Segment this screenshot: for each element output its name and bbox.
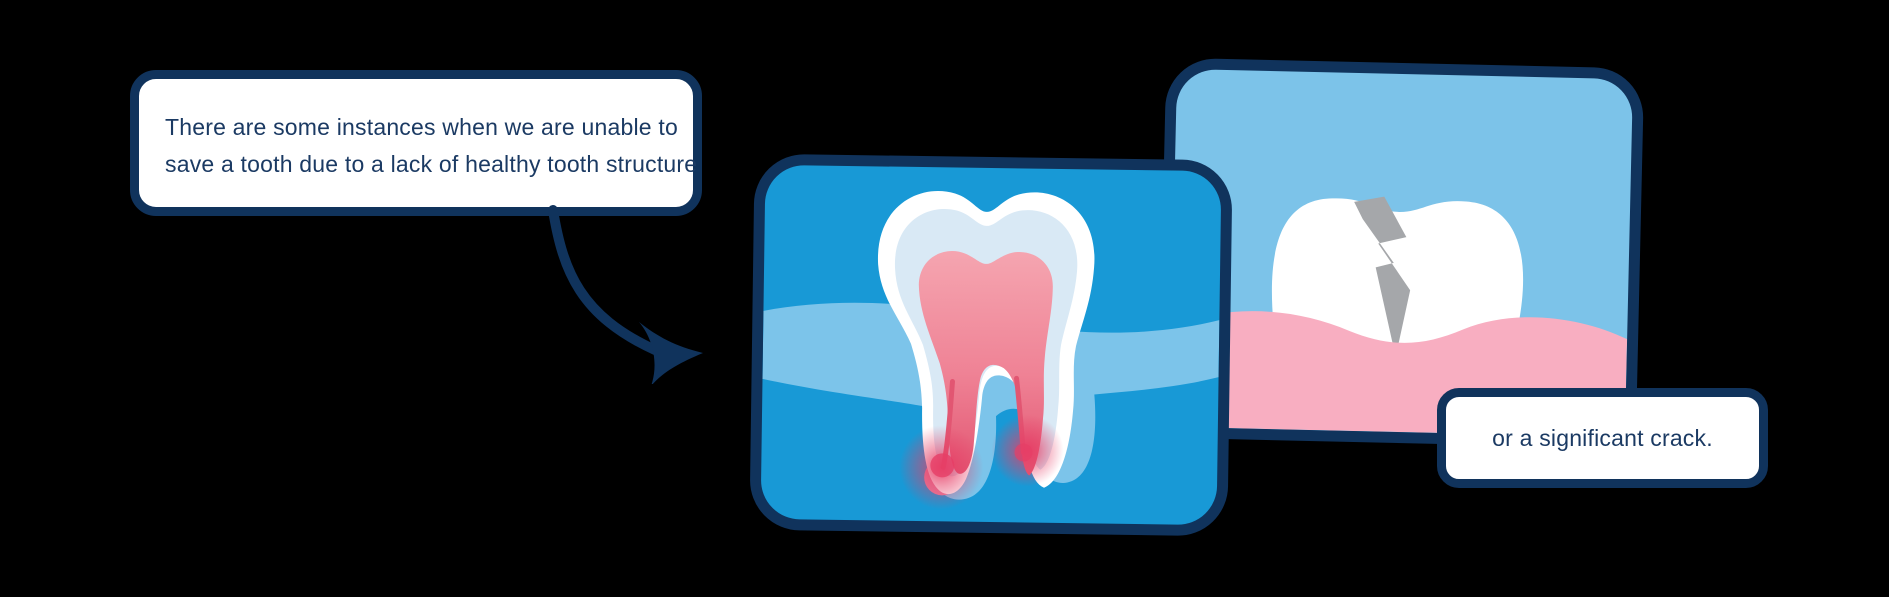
crack-bolt-icon <box>1354 196 1411 357</box>
infected-tooth-panel <box>749 153 1233 537</box>
arrow-head <box>639 322 703 384</box>
gumline-band-shape <box>762 302 1220 500</box>
callout-crack: or a significant crack. <box>1437 388 1768 488</box>
tooth-cross-section-illustration <box>762 191 1220 510</box>
callout-structure-line2: save a tooth due to a lack of healthy to… <box>165 151 698 177</box>
inflammation-core-right <box>1014 443 1033 462</box>
tooth-pulp-shape <box>918 251 1053 476</box>
curved-arrow-icon <box>548 205 703 384</box>
arrow-shaft <box>548 205 660 355</box>
callout-crack-text: or a significant crack. <box>1492 424 1713 451</box>
callout-structure: There are some instances when we are una… <box>130 70 702 216</box>
inflammation-core-left <box>930 453 955 478</box>
callout-structure-line1: There are some instances when we are una… <box>165 114 678 140</box>
cracked-tooth-illustration <box>1168 196 1628 438</box>
